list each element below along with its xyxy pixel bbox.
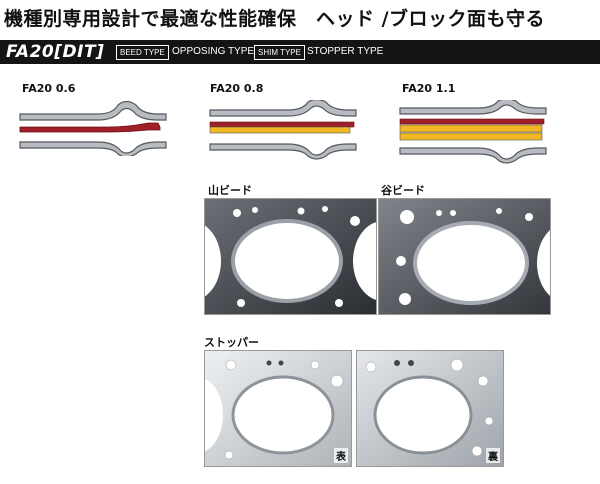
gasket-photo-light-icon [357,351,503,466]
shim-type-value: STOPPER TYPE [307,46,384,57]
stopper-label: ストッパー [204,336,259,349]
gasket-photo-light-icon [205,351,351,466]
bead-type-tag: BEED TYPE [116,45,169,60]
stopper-back-photo: 裏 [356,350,504,467]
back-side-caption: 裏 [486,448,500,463]
page-headline: 機種別専用設計で最適な性能確保 ヘッド /ブロック面も守る [4,8,546,30]
gasket-diagram-0-8 [209,100,357,160]
gasket-diagram-0-6 [19,100,167,156]
stopper-front-photo: 表 [204,350,352,467]
front-side-caption: 表 [334,448,348,463]
mountain-bead-label: 山ビード [208,184,252,197]
shim-type-tag: SHIM TYPE [254,45,305,60]
diagram-label-0-6: FA20 0.6 [22,82,76,95]
model-name: FA20[DIT] [6,42,105,62]
gasket-photo-dark-icon [379,199,550,314]
diagram-label-0-8: FA20 0.8 [210,82,264,95]
valley-bead-photo [378,198,551,315]
diagram-label-1-1: FA20 1.1 [402,82,456,95]
gasket-diagram-1-1 [399,100,547,164]
bead-type-value: OPPOSING TYPE [172,46,255,57]
model-bar: FA20[DIT] BEED TYPE OPPOSING TYPE SHIM T… [0,40,600,64]
mountain-bead-photo [204,198,377,315]
valley-bead-label: 谷ビード [381,184,425,197]
gasket-photo-dark-icon [205,199,376,314]
